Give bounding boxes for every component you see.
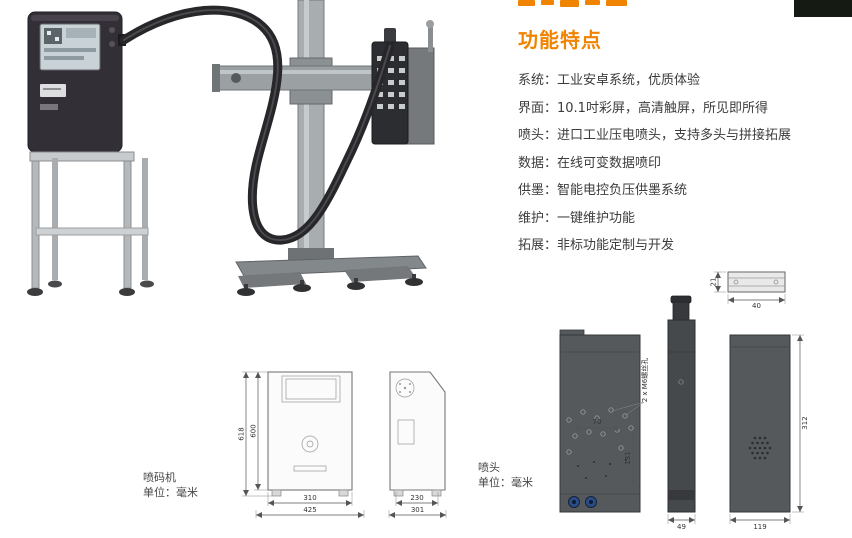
features-list: 系统：工业安卓系统，优质体验 界面：10.1吋彩屏，高清触屏，所见即所得 喷头：… [518,67,838,260]
feature-item-head: 喷头：进口工业压电喷头，支持多头与拼接拓展 [518,128,792,143]
controller-unit [27,11,126,153]
dim-310: 310 [303,494,316,502]
printhead-label-name: 喷头 [478,461,500,474]
dim-49: 49 [677,523,686,531]
dim-40: 40 [752,302,761,310]
features-title: 功能特点 [518,28,602,52]
printer-label-unit: 单位：毫米 [143,486,198,499]
dim-21: 21 [710,278,718,287]
feature-item-system: 系统：工业安卓系统，优质体验 [518,73,701,88]
corner-accent-bar [794,0,852,17]
printhead-dimensions: 21 40 70 131 2 x M6螺丝孔 49 119 312 [574,271,809,531]
printer-front-view [267,371,353,497]
printhead-front-view [559,329,641,513]
front-screw-holes [566,407,634,455]
umbilical-cable [119,5,395,245]
dim-70: 70 [593,418,602,426]
printhead-drawing-label: 喷头 单位：毫米 [478,460,533,490]
printer-label-name: 喷码机 [143,471,176,484]
printer-dimension-drawing: 600 618 310 425 230 301 [238,371,447,518]
dim-312: 312 [801,416,809,429]
printer-side-view [389,371,446,497]
screw-note: 2 x M6螺丝孔 [640,358,649,403]
dim-301: 301 [411,506,424,514]
product-photo [27,0,435,296]
printer-drawing-label: 喷码机 单位：毫米 [143,470,198,500]
dim-131: 131 [624,451,632,464]
controller-stand [27,151,154,296]
dim-119: 119 [753,523,766,531]
feature-item-data: 数据：在线可变数据喷印 [518,155,662,171]
feature-item-ink: 供墨：智能电控负压供墨系统 [518,183,688,198]
dim-618: 618 [238,427,246,440]
printhead-side-view [667,295,696,513]
printer-dimensions: 600 618 310 425 230 301 [238,371,447,518]
printhead-back-view [729,334,791,513]
printhead-dimension-drawing: 21 40 70 131 2 x M6螺丝孔 49 119 312 [559,271,809,531]
clipped-glyph [541,0,554,5]
dim-230: 230 [410,494,423,502]
clipped-glyph [585,0,600,5]
dim-425: 425 [303,506,316,514]
clipped-glyph [560,0,579,7]
speaker-dot-grid [748,436,772,460]
front-small-holes [577,459,627,479]
features-section: 功能特点 系统：工业安卓系统，优质体验 界面：10.1吋彩屏，高清触屏，所见即所… [518,24,838,260]
printhead-label-unit: 单位：毫米 [478,476,533,489]
feature-item-custom: 拓展：非标功能定制与开发 [518,238,675,253]
feature-item-screen: 界面：10.1吋彩屏，高清触屏，所见即所得 [518,100,768,116]
printhead-top-view [727,271,786,293]
clipped-glyph [606,0,627,6]
clipped-glyph [518,0,535,6]
feature-item-maintain: 维护：一键维护功能 [518,210,636,226]
dim-600: 600 [250,424,258,437]
